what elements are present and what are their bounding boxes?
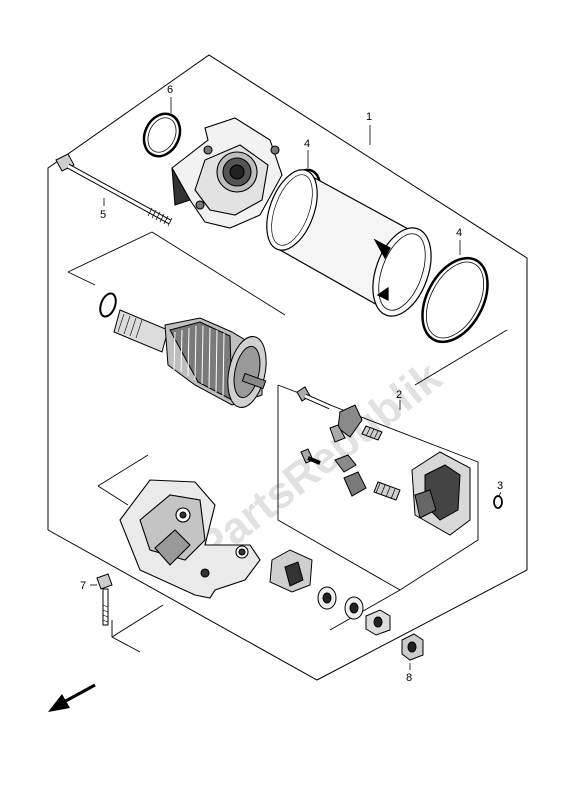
brush-holder-subgroup-outline (277, 384, 479, 591)
assembly-outline (47, 54, 528, 681)
callout-part-5: 5 (100, 209, 106, 221)
front-housing-bracket (171, 117, 283, 229)
through-bolt-part-5 (55, 153, 173, 227)
rear-end-cover (119, 479, 261, 599)
washer-part-3 (493, 495, 503, 509)
circlip (99, 292, 117, 318)
front-direction-arrow-icon (48, 683, 96, 712)
callout-part-3: 3 (497, 480, 503, 492)
callout-part-8: 8 (406, 672, 412, 684)
callout-part-7: 7 (80, 580, 86, 592)
brush-holder-parts (296, 386, 471, 536)
o-ring-part-4-right (421, 256, 489, 344)
end-cover-subgroup-outline (97, 454, 401, 653)
callout-part-4-right: 4 (456, 227, 462, 239)
yoke-motor-case (266, 169, 432, 317)
callout-leader-lines (90, 97, 502, 670)
callout-part-4-left: 4 (304, 138, 310, 150)
callout-part-2: 2 (396, 389, 402, 401)
armature (113, 309, 267, 408)
end-cover-small-parts (269, 549, 391, 636)
callout-part-6: 6 (167, 84, 173, 96)
callout-part-1: 1 (366, 111, 372, 123)
nut-part-8 (401, 633, 424, 661)
armature-subgroup-outline (67, 231, 508, 386)
bolt-part-7 (96, 573, 113, 626)
o-ring-part-6 (142, 112, 182, 158)
